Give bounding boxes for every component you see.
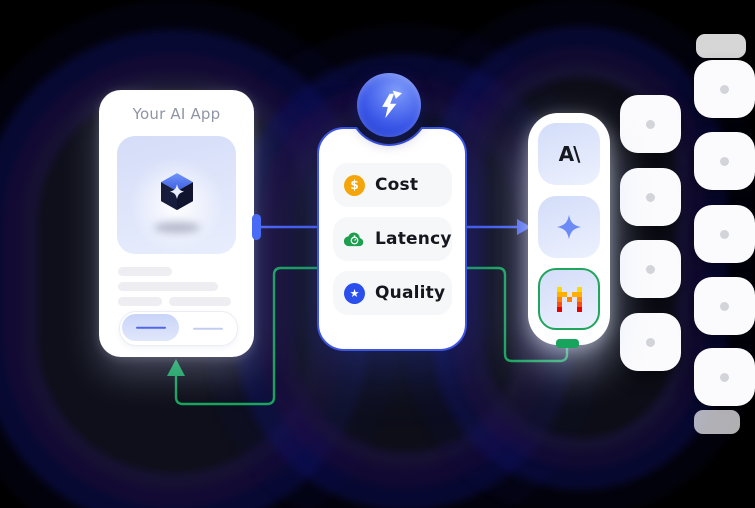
- router-item-latency[interactable]: Latency: [333, 217, 452, 261]
- ghost-dot-icon: [720, 156, 729, 166]
- router-item-label: Cost: [375, 175, 419, 195]
- ghost-dot-icon: [720, 301, 729, 311]
- app-card: Your AI App: [99, 90, 254, 357]
- skeleton-line: [118, 267, 172, 276]
- router-badge: [357, 73, 421, 137]
- secondary-button[interactable]: [193, 327, 223, 330]
- ghost-tile: [620, 240, 681, 298]
- ghost-tile-partial: [696, 34, 746, 58]
- skeleton-line: [118, 297, 162, 306]
- ghost-tile: [620, 95, 681, 153]
- ghost-dot-icon: [646, 264, 655, 274]
- ghost-tile: [620, 168, 681, 226]
- router-item-quality[interactable]: ★ Quality: [333, 271, 452, 315]
- router-item-cost[interactable]: $ Cost: [333, 163, 452, 207]
- app-card-title: Your AI App: [132, 105, 221, 123]
- button-dash: [135, 326, 166, 329]
- cube-shadow: [153, 222, 200, 233]
- primary-button[interactable]: [122, 314, 179, 341]
- green-connector-tab: [556, 339, 579, 348]
- ghost-dot-icon: [646, 119, 655, 129]
- ghost-tile: [694, 60, 755, 118]
- anthropic-logo: A\: [558, 142, 581, 166]
- skeleton-line: [169, 297, 231, 306]
- ghost-tile-partial: [694, 410, 740, 434]
- dollar-coin-icon: $: [344, 174, 365, 196]
- ghost-tile: [694, 132, 755, 190]
- blue-connector-tab: [252, 214, 261, 240]
- ghost-tile: [620, 313, 681, 371]
- ghost-dot-icon: [720, 84, 729, 94]
- cloud-gauge-icon: [344, 229, 365, 250]
- router-item-label: Latency: [375, 229, 452, 249]
- provider-tile-mistral[interactable]: [538, 268, 600, 330]
- provider-tile-gemini[interactable]: [538, 196, 600, 258]
- skeleton-line: [118, 282, 218, 291]
- lightning-arrow-icon: [382, 90, 403, 119]
- app-icon-tile: [117, 136, 236, 254]
- star-circle-icon: ★: [344, 282, 365, 304]
- ghost-dot-icon: [646, 337, 655, 347]
- ghost-tile: [694, 205, 755, 263]
- four-point-sparkle-icon: [556, 214, 582, 240]
- cube-icon: [157, 170, 197, 216]
- router-item-label: Quality: [375, 283, 446, 303]
- ghost-dot-icon: [720, 229, 729, 239]
- ghost-dot-icon: [720, 372, 729, 382]
- ghost-dot-icon: [646, 192, 655, 202]
- app-button-group: [119, 311, 238, 346]
- providers-card: A\: [528, 113, 610, 345]
- provider-tile-anthropic[interactable]: A\: [538, 123, 600, 185]
- ghost-tile: [694, 277, 755, 335]
- mistral-m-icon: [556, 286, 582, 312]
- ghost-tile: [694, 348, 755, 406]
